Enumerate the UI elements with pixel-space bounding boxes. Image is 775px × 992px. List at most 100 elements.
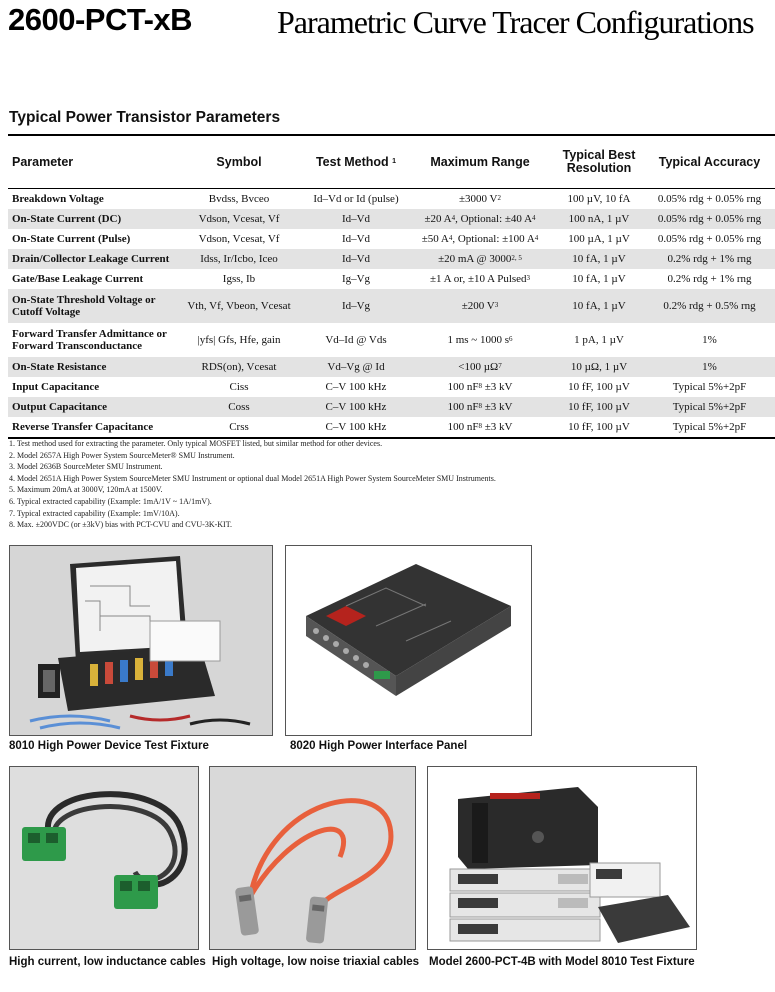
cell-resolution: 10 fA, 1 µV xyxy=(572,273,626,285)
table-row: On-State Threshold Voltage or Cutoff Vol… xyxy=(8,289,775,323)
test-fixture-image xyxy=(10,546,272,735)
cell-test-method: Id–Vg xyxy=(306,289,406,323)
cell-test-method: C–V 100 kHz xyxy=(325,421,387,433)
footnote-ref: 4 xyxy=(448,234,453,242)
cell-max-range: ±200 V3 xyxy=(406,289,554,323)
cell-resolution: 10 fA, 1 µV xyxy=(554,249,644,269)
cell-max-range: ±50 A4, Optional: ±100 A4 xyxy=(421,233,539,245)
footnote-ref: 2 xyxy=(497,194,502,202)
cell-resolution: 10 fF, 100 µV xyxy=(568,381,630,393)
cell-test-method: Id–Vd xyxy=(306,249,406,269)
interface-panel-image xyxy=(286,546,531,735)
cell-parameter: Drain/Collector Leakage Current xyxy=(8,249,172,269)
cell-parameter: Input Capacitance xyxy=(12,381,100,393)
photo-high-current-cables xyxy=(9,766,199,950)
footnote-item: 1. Test method used for extracting the p… xyxy=(9,439,383,448)
cell-resolution: 100 nA, 1 µV xyxy=(554,209,644,229)
header-symbol: Symbol xyxy=(172,135,306,189)
footnote-ref: 2, 5 xyxy=(511,254,522,262)
header-max-range: Maximum Range xyxy=(406,135,554,189)
cell-max-range: 100 nF8 ±3 kV xyxy=(406,397,554,417)
system-configuration-image xyxy=(428,767,696,949)
footnote-item: 6. Typical extracted capability (Example… xyxy=(9,496,212,506)
cell-max-range: ±20 A4, Optional: ±40 A4 xyxy=(406,209,554,229)
cell-test-method: Ig–Vg xyxy=(341,273,371,285)
cell-resolution: 10 fA, 1 µV xyxy=(554,289,644,323)
cell-resolution: 100 µV, 10 fA xyxy=(567,193,631,205)
page-title: Parametric Curve Tracer Configurations xyxy=(277,4,755,40)
footnotes: 1. Test method used for extracting the p… xyxy=(9,438,769,531)
cell-test-method: Id–Vd or Id (pulse) xyxy=(313,193,399,205)
cell-test-method: Id–Vd xyxy=(341,233,371,245)
cell-symbol: Idss, Ir/Icbo, Iceo xyxy=(172,249,306,269)
cell-symbol: Vth, Vf, Vbeon, Vcesat xyxy=(172,289,306,323)
cell-test-method: C–V 100 kHz xyxy=(306,397,406,417)
footnote-item: 5. Maximum 20mA at 3000V, 120mA at 1500V… xyxy=(9,485,163,495)
footnote-ref: 3 xyxy=(526,274,531,282)
cell-parameter: On-State Resistance xyxy=(8,357,172,377)
table-body: Breakdown Voltage Bvdss, Bvceo Id–Vd or Id… xyxy=(8,189,775,439)
cell-parameter: On-State Threshold Voltage or Cutoff Vol… xyxy=(8,289,172,323)
cell-max-range: 1 ms ~ 1000 s6 xyxy=(447,334,513,346)
header-resolution: Typical Best Resolution xyxy=(554,135,644,189)
footnote-ref: 4 xyxy=(451,214,456,222)
table-row: Breakdown Voltage Bvdss, Bvceo Id–Vd or Id… xyxy=(8,189,775,210)
header-test-method: Test Method 1 xyxy=(306,135,406,189)
cell-max-range: ±20 mA @ 30002, 5 xyxy=(406,249,554,269)
footnote-item: 3. Model 2636B SourceMeter SMU Instrumen… xyxy=(9,462,163,472)
cell-symbol: Ciss xyxy=(229,381,249,393)
cell-resolution: 10 µΩ, 1 µV xyxy=(554,357,644,377)
footnote-item: 8. Max. ±200VDC (or ±3kV) bias with PCT-… xyxy=(9,520,232,530)
cell-parameter: On-State Current (Pulse) xyxy=(12,233,131,245)
high-current-cables-image xyxy=(10,767,198,949)
cell-max-range: ±3000 V2 xyxy=(458,193,502,205)
footnote-ref: 1 xyxy=(392,157,397,165)
table-row: On-State Current (Pulse)Vdson, Vcesat, V… xyxy=(8,229,775,249)
cell-accuracy: 0.05% rdg + 0.05% rng xyxy=(644,209,775,229)
cell-accuracy: 0.05% rdg + 0.05% rng xyxy=(657,233,762,245)
cell-symbol: Vdson, Vcesat, Vf xyxy=(172,209,306,229)
cell-accuracy: 0.2% rdg + 1% rng xyxy=(667,273,752,285)
footnote-ref: 8 xyxy=(478,422,482,430)
triaxial-cables-image xyxy=(210,767,415,949)
cell-max-range: 100 nF8 ±3 kV xyxy=(447,381,513,393)
header-accuracy: Typical Accuracy xyxy=(644,135,775,189)
page-header: 2600-PCT-xB Parametric Curve Tracer Conf… xyxy=(0,0,775,50)
footnote-ref: 8 xyxy=(478,402,482,410)
footnote-item: 7. Typical extracted capability (Example… xyxy=(9,508,180,518)
cell-symbol: RDS(on), Vcesat xyxy=(172,357,306,377)
cell-max-range: <100 µΩ7 xyxy=(406,357,554,377)
cell-test-method: Vd–Id @ Vds xyxy=(325,334,387,346)
cell-accuracy: Typical 5%+2pF xyxy=(672,421,747,433)
table-row: Forward Transfer Admittance or Forward T… xyxy=(8,323,775,357)
cell-resolution: 10 fF, 100 µV xyxy=(568,421,630,433)
photo-8010-test-fixture xyxy=(9,545,273,736)
cell-parameter: Reverse Transfer Capacitance xyxy=(12,421,154,433)
cell-symbol: Igss, Ib xyxy=(222,273,256,285)
photo-triaxial-cables xyxy=(209,766,416,950)
header-parameter: Parameter xyxy=(8,135,172,189)
photo-8020-interface-panel xyxy=(285,545,532,736)
footnote-ref: 3 xyxy=(494,301,499,309)
cell-test-method: Id–Vd xyxy=(306,209,406,229)
cell-symbol: Bvdss, Bvceo xyxy=(208,193,270,205)
cell-parameter: On-State Current (DC) xyxy=(8,209,172,229)
photo-caption: 8020 High Power Interface Panel xyxy=(290,740,468,752)
cell-max-range: ±1 A or, ±10 A Pulsed3 xyxy=(429,273,531,285)
cell-parameter: Output Capacitance xyxy=(8,397,172,417)
photo-system-configuration xyxy=(427,766,697,950)
footnote-ref: 6 xyxy=(509,335,513,343)
cell-symbol: |yfs| Gfs, Hfe, gain xyxy=(197,334,281,346)
footnote-ref: 8 xyxy=(478,382,482,390)
cell-parameter: Breakdown Voltage xyxy=(12,193,104,205)
cell-accuracy: 0.2% rdg + 0.5% rng xyxy=(644,289,775,323)
cell-symbol: Coss xyxy=(172,397,306,417)
cell-resolution: 10 fF, 100 µV xyxy=(554,397,644,417)
cell-accuracy: 1% xyxy=(702,334,717,346)
